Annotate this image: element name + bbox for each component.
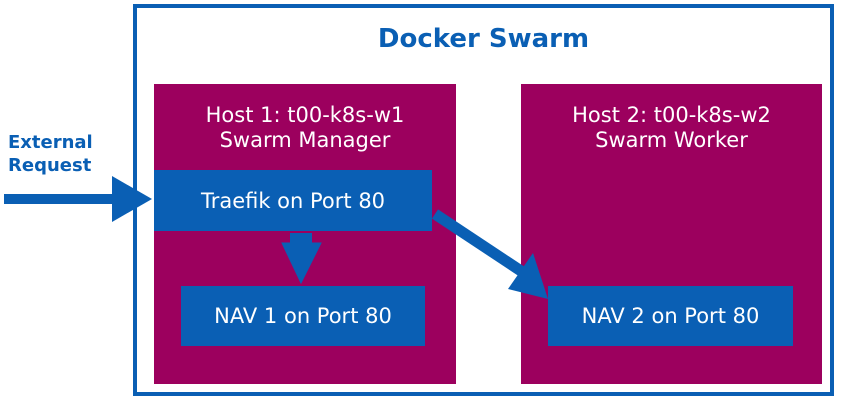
nav-2-service-box: NAV 2 on Port 80 [548, 286, 793, 346]
diagram-title: Docker Swarm [377, 24, 590, 54]
external-request-arrow [4, 176, 152, 222]
nav-2-service-label: NAV 2 on Port 80 [581, 304, 760, 328]
host-1-role: Swarm Manager [219, 128, 391, 152]
traefik-service-label: Traefik on Port 80 [200, 188, 386, 213]
external-label-line-2: Request [8, 155, 92, 176]
nav-1-service-box: NAV 1 on Port 80 [181, 286, 425, 346]
external-label-line-1: External [8, 132, 93, 153]
external-request-label: External Request [8, 131, 118, 177]
host-2-role: Swarm Worker [595, 128, 748, 152]
nav-1-service-label: NAV 1 on Port 80 [214, 304, 392, 328]
host-1-name: Host 1: t00-k8s-w1 [205, 103, 405, 127]
host-1-label: Host 1: t00-k8s-w1 Swarm Manager [154, 103, 456, 153]
traefik-service-box: Traefik on Port 80 [154, 170, 432, 231]
host-2-name: Host 2: t00-k8s-w2 [572, 103, 771, 127]
host-2-label: Host 2: t00-k8s-w2 Swarm Worker [521, 103, 822, 153]
